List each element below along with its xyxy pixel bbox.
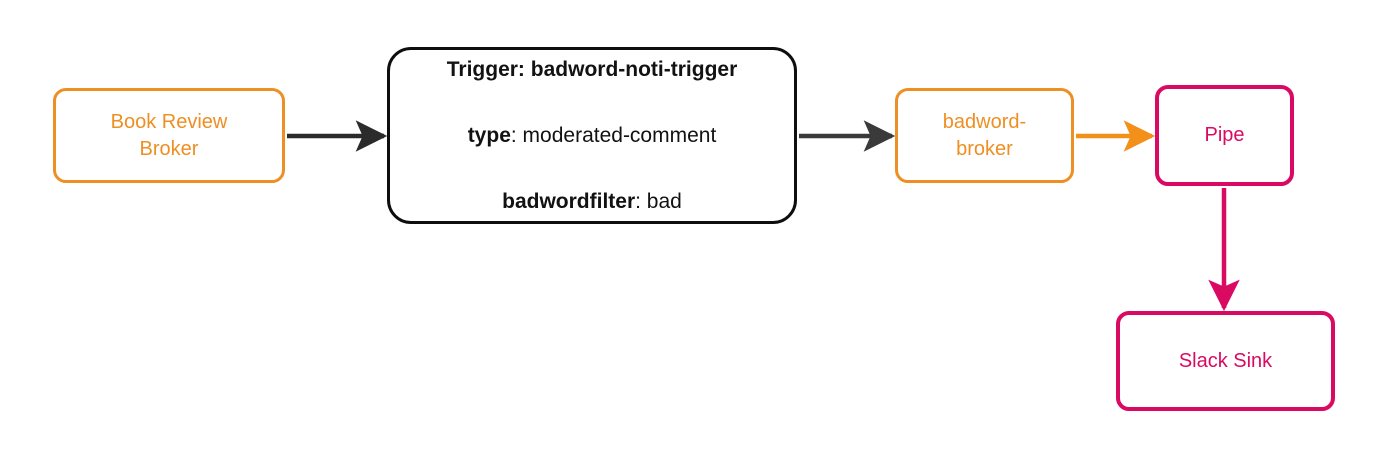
node-trigger-detail-label: Trigger: badword-noti-trigger type: mode… [390,20,794,251]
node-badword-broker[interactable]: badword- broker [895,88,1074,183]
trigger-detail-key-1: Trigger: [446,58,525,81]
node-trigger-detail[interactable]: Trigger: badword-noti-trigger type: mode… [387,47,797,224]
trigger-detail-value-3: : bad [635,190,682,213]
node-book-review-broker-label: Book Review Broker [110,110,228,160]
node-slack-sink-label: Slack Sink [1178,349,1273,372]
trigger-detail-value-2: : moderated-comment [510,124,717,147]
trigger-detail-key-2: type [467,124,511,147]
trigger-detail-line-2: type: moderated-comment [390,119,794,152]
trigger-detail-line-3: badwordfilter: bad [390,185,794,218]
node-book-review-broker[interactable]: Book Review Broker [53,88,285,183]
node-badword-broker-label: badword- broker [942,110,1027,160]
trigger-detail-line-1: Trigger: badword-noti-trigger [390,53,794,86]
trigger-detail-value-1: badword-noti-trigger [524,58,738,81]
trigger-detail-key-3: badwordfilter [502,190,636,213]
node-pipe[interactable]: Pipe [1155,85,1294,186]
node-slack-sink[interactable]: Slack Sink [1116,311,1335,411]
node-pipe-label: Pipe [1204,124,1245,146]
